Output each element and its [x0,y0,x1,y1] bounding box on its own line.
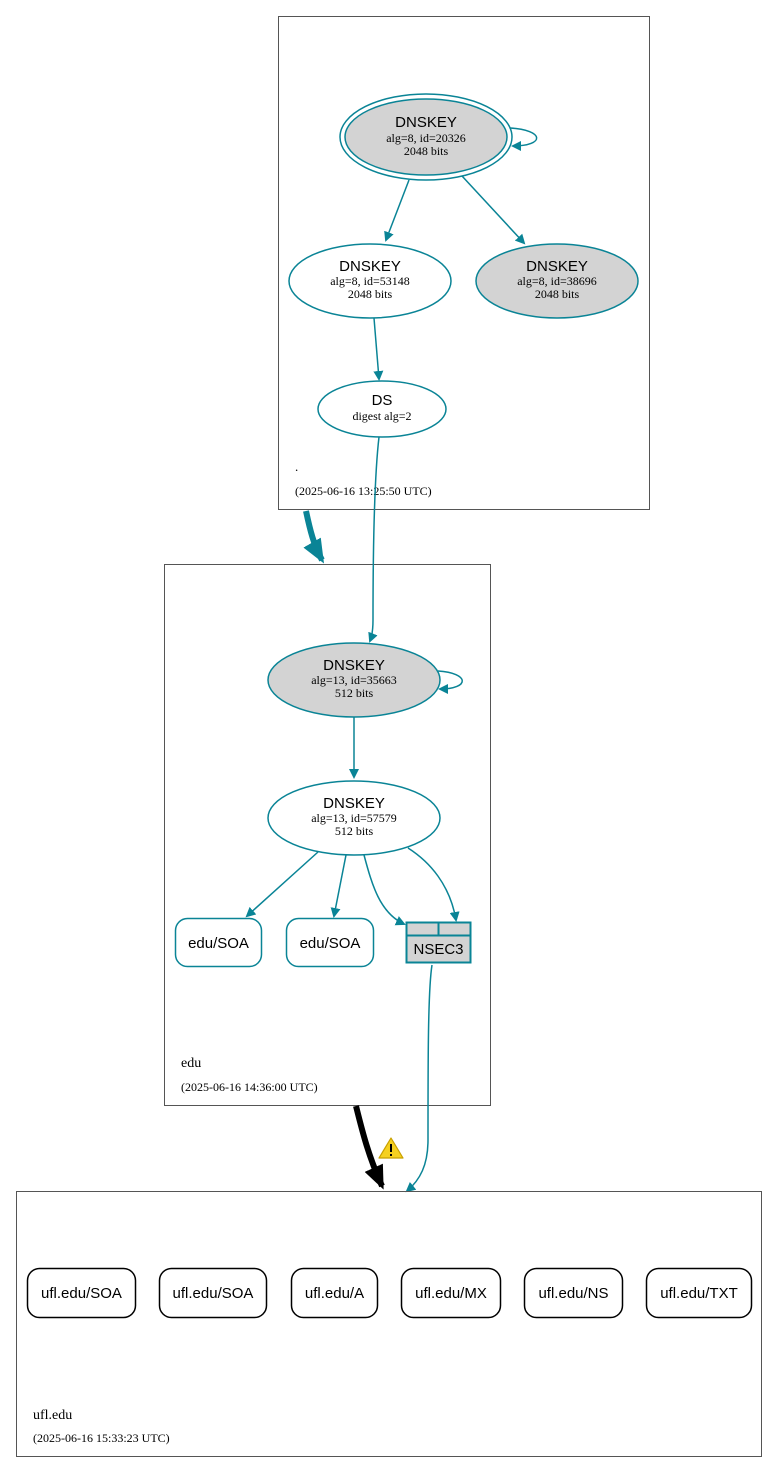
root-ksk-node[interactable]: DNSKEY alg=8, id=20326 2048 bits [339,93,513,181]
edge-zsk-to-soa2 [330,854,347,918]
zone-ufl: ufl.edu (2025-06-16 15:33:23 UTC) [16,1191,762,1457]
edu-soa-record-2[interactable]: edu/SOA [285,917,375,968]
root-key3-node[interactable]: DNSKEY alg=8, id=38696 2048 bits [475,243,639,319]
edu-zsk-line1: alg=13, id=57579 [311,811,397,825]
edu-soa-1-label: edu/SOA [188,935,249,952]
root-zsk-line2: 2048 bits [348,287,393,301]
zone-root-name: . [295,459,298,474]
ufl-record-label: ufl.edu/SOA [173,1285,254,1302]
edu-ksk-node[interactable]: DNSKEY alg=13, id=35663 512 bits [267,642,441,718]
ufl-record-a[interactable]: ufl.edu/A [290,1267,379,1319]
edu-zsk-node[interactable]: DNSKEY alg=13, id=57579 512 bits [267,780,441,856]
ufl-record-soa-2[interactable]: ufl.edu/SOA [158,1267,268,1319]
zone-edu-box [164,564,491,1106]
ds-title: DS [372,392,393,409]
ufl-record-ns[interactable]: ufl.edu/NS [523,1267,624,1319]
root-ksk-line1: alg=8, id=20326 [386,131,466,145]
nsec3-node[interactable]: NSEC3 [405,921,472,964]
edge-zsk-to-soa1 [245,851,319,918]
delegation-root-to-edu [303,510,325,564]
edge-ksk-to-zsk [384,179,410,242]
zone-ufl-time: (2025-06-16 15:33:23 UTC) [33,1431,170,1445]
root-key3-title: DNSKEY [526,258,588,275]
root-ksk-title: DNSKEY [395,114,457,131]
ds-line1: digest alg=2 [352,409,411,423]
edu-soa-2-label: edu/SOA [300,935,361,952]
nsec3-label: NSEC3 [413,941,463,958]
edu-zsk-title: DNSKEY [323,795,385,812]
ufl-record-list: ufl.edu/SOA ufl.edu/SOA ufl.edu/A ufl.ed… [26,1267,753,1319]
ufl-record-mx[interactable]: ufl.edu/MX [400,1267,502,1319]
ufl-record-label: ufl.edu/A [305,1285,364,1302]
ufl-record-label: ufl.edu/SOA [41,1285,122,1302]
zone-root-box [278,16,650,510]
edu-ksk-self-edge [437,670,463,694]
ufl-record-label: ufl.edu/TXT [660,1285,738,1302]
ufl-record-label: ufl.edu/MX [415,1285,487,1302]
edge-ksk-to-key3 [461,175,526,245]
warning-icon[interactable] [378,1137,404,1159]
zone-ufl-box [16,1191,762,1457]
root-ksk-line2: 2048 bits [404,144,449,158]
root-key3-line2: 2048 bits [535,287,580,301]
root-zsk-node[interactable]: DNSKEY alg=8, id=53148 2048 bits [288,243,452,319]
edu-zsk-line2: 512 bits [335,824,374,838]
edge-zsk-to-nsec3-a [363,854,406,926]
edge-zsk-to-nsec3-b [407,847,460,922]
delegation-edu-to-ufl [353,1105,385,1190]
ufl-record-soa-1[interactable]: ufl.edu/SOA [26,1267,137,1319]
ufl-record-label: ufl.edu/NS [538,1285,608,1302]
zone-root: . (2025-06-16 13:25:50 UTC) [278,16,650,510]
zone-ufl-name: ufl.edu [33,1408,72,1423]
edu-ksk-line2: 512 bits [335,686,374,700]
ufl-record-txt[interactable]: ufl.edu/TXT [645,1267,753,1319]
ds-node[interactable]: DS digest alg=2 [317,380,447,438]
zone-edu-time: (2025-06-16 14:36:00 UTC) [181,1080,318,1094]
zone-edu: edu (2025-06-16 14:36:00 UTC) [164,564,491,1106]
edge-zsk-to-ds [373,317,384,381]
root-ksk-self-edge [509,127,538,151]
edu-ksk-title: DNSKEY [323,657,385,674]
zone-root-time: (2025-06-16 13:25:50 UTC) [295,484,432,498]
edu-ksk-line1: alg=13, id=35663 [311,673,397,687]
zone-edu-name: edu [181,1056,201,1071]
root-zsk-title: DNSKEY [339,258,401,275]
root-key3-line1: alg=8, id=38696 [517,274,597,288]
edge-nsec3-to-ufl [405,964,433,1193]
edu-soa-record-1[interactable]: edu/SOA [174,917,263,968]
root-zsk-line1: alg=8, id=53148 [330,274,410,288]
edge-ds-to-edu-ksk [368,436,380,643]
